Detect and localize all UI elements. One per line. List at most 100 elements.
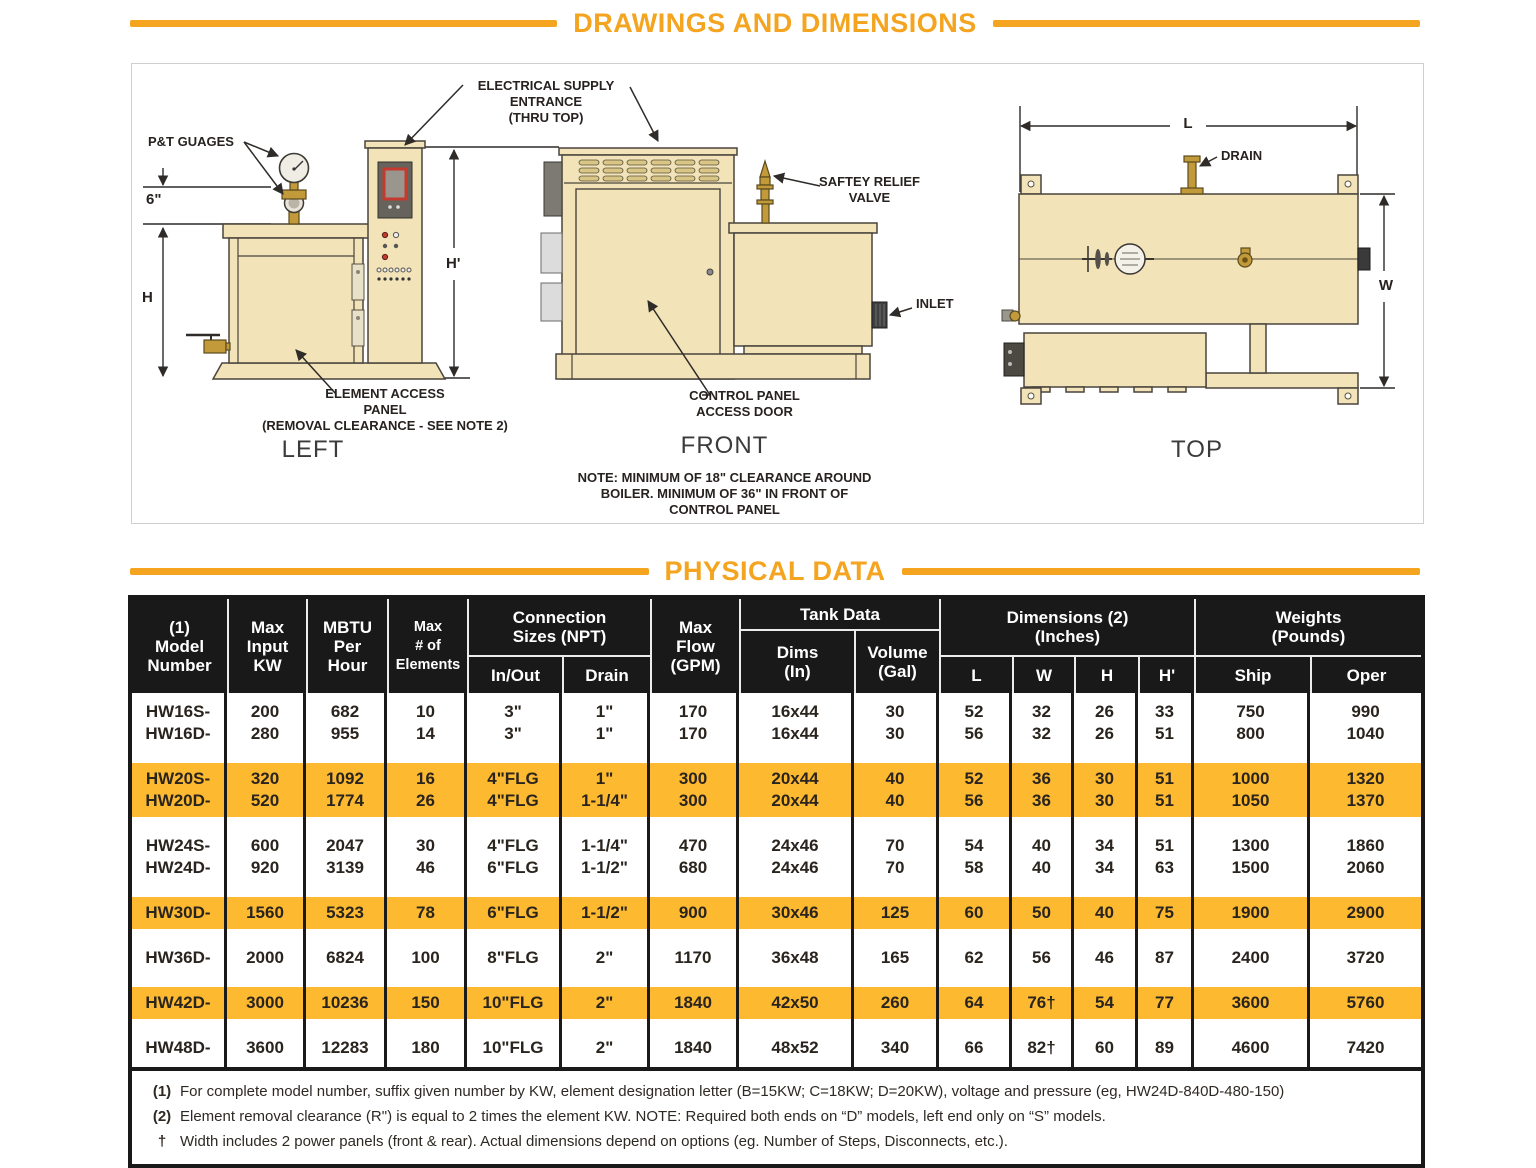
cell-value: 1320 <box>1346 769 1385 788</box>
footnote-text: Width includes 2 power panels (front & r… <box>180 1133 1008 1150</box>
model-number: HW30D- <box>145 903 211 922</box>
front-caption: FRONT <box>680 432 769 459</box>
cell-value: 4600 <box>1231 1038 1270 1057</box>
cell-value: 2047 <box>326 836 364 855</box>
cell-value: 87 <box>1155 948 1174 967</box>
cell-value: 6824 <box>326 948 364 967</box>
table-row-gap <box>1074 1019 1138 1029</box>
table-cell: 77 <box>1138 987 1194 1019</box>
table-row-gap <box>387 1019 467 1029</box>
table-row-gap <box>1012 817 1074 827</box>
cell-value: 78 <box>416 903 435 922</box>
table-cell: 1840 <box>650 987 739 1019</box>
cell-value: 32 <box>1032 724 1051 743</box>
col-header-volume: Volume (Gal) <box>854 629 939 693</box>
model-number: HW20S- <box>145 769 211 788</box>
cell-value: 1040 <box>1346 724 1385 743</box>
table-cell: 5760 <box>1310 987 1421 1019</box>
table-cell: 60 <box>1074 1029 1138 1067</box>
table-cell: 3000 <box>227 987 306 1019</box>
table-cell: 900 <box>650 897 739 929</box>
cell-value: 36 <box>1032 769 1051 788</box>
cell-value: 1840 <box>674 1038 712 1057</box>
cell-value: 56 <box>964 724 984 743</box>
cell-value: 1092 <box>326 769 364 788</box>
front-control-cabinet <box>540 147 738 380</box>
table-row-gap <box>306 977 387 987</box>
cell-value: 150 <box>411 993 440 1012</box>
left-drain-valve <box>186 333 231 354</box>
cell-value: 26 <box>416 791 435 810</box>
cell-value: 6"FLG <box>487 858 539 877</box>
drawings-panel: .ln{stroke:#2e2b28;stroke-width:1.5;fill… <box>131 63 1424 524</box>
footnote-2: (2) Element removal clearance (R") is eq… <box>144 1105 1405 1129</box>
table-row-gap <box>854 1019 939 1029</box>
table-row-gap <box>227 817 306 827</box>
table-row-gap <box>387 929 467 939</box>
cell-value: 1560 <box>246 903 284 922</box>
cell-value: 470 <box>678 836 708 855</box>
table-cell: 60 <box>939 897 1012 929</box>
table-row-gap <box>854 817 939 827</box>
cell-value: 77 <box>1155 993 1174 1012</box>
table-cell: HW16S-HW16D- <box>132 693 227 753</box>
cell-value: 280 <box>250 724 280 743</box>
table-cell: 42x50 <box>739 987 854 1019</box>
technical-drawing: .ln{stroke:#2e2b28;stroke-width:1.5;fill… <box>143 84 1395 405</box>
table-row-gap <box>739 887 854 897</box>
table-row-gap <box>1194 1019 1310 1029</box>
door-handle <box>706 268 714 276</box>
table-cell: 54 <box>1074 987 1138 1019</box>
table-cell: 1170 <box>650 939 739 977</box>
table-row-gap <box>1074 753 1138 763</box>
cell-value: 82† <box>1027 1038 1056 1057</box>
cell-value: 320 <box>250 769 280 788</box>
cell-value: 48x52 <box>771 1038 819 1057</box>
cell-value: 26 <box>1095 702 1114 721</box>
cell-value: 1-1/2" <box>581 903 628 922</box>
table-cell: 10236 <box>306 987 387 1019</box>
cell-value: 51 <box>1155 769 1174 788</box>
cell-value: 4"FLG <box>487 836 539 855</box>
inlet-label: INLET <box>916 296 954 311</box>
table-cell: 340 <box>854 1029 939 1067</box>
table-row-gap <box>1310 977 1421 987</box>
table-cell: 62 <box>939 939 1012 977</box>
table-cell: HW24S-HW24D- <box>132 827 227 887</box>
cell-value: 20x44 <box>771 791 819 810</box>
table-row-gap <box>650 887 739 897</box>
table-row-gap <box>939 887 1012 897</box>
cell-value: 16x44 <box>771 702 819 721</box>
table-cell: 150 <box>387 987 467 1019</box>
table-row-gap <box>854 977 939 987</box>
model-number: HW48D- <box>145 1038 211 1057</box>
table-row-gap <box>1074 817 1138 827</box>
cell-value: 30 <box>1095 769 1114 788</box>
table-row-gap <box>854 753 939 763</box>
table-cell: 3600 <box>1194 987 1310 1019</box>
table-row-gap <box>467 753 562 763</box>
cell-value: 33 <box>1155 702 1174 721</box>
table-cell: HW48D- <box>132 1029 227 1067</box>
safety-valve-label: SAFTEY RELIEF VALVE <box>819 174 920 205</box>
cell-value: 34 <box>1095 858 1114 877</box>
top-tank <box>1018 174 1359 325</box>
table-row-gap <box>1194 929 1310 939</box>
left-view <box>143 140 559 395</box>
left-base-skid <box>211 362 447 380</box>
table-row-gap <box>562 977 650 987</box>
table-cell: 6824 <box>306 939 387 977</box>
dim-w-label: W <box>1378 277 1394 294</box>
table-cell: 8"FLG <box>467 939 562 977</box>
